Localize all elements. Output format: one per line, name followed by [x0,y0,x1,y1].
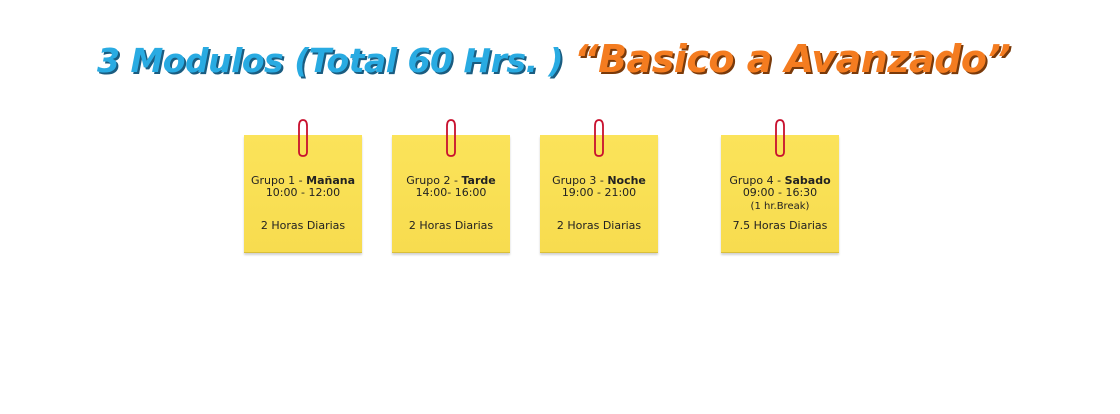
page-title: 3 Modulos (Total 60 Hrs. ) “Basico a Ava… [97,32,1037,92]
note-time: 09:00 - 16:30 [742,186,818,199]
note-hours: 7.5 Horas Diarias [732,219,828,232]
note-time: 10:00 - 12:00 [265,186,341,199]
note-time: 19:00 - 21:00 [561,186,637,199]
note-shift: Tarde [461,174,496,187]
paperclip-icon [446,119,456,157]
paperclip-icon [298,119,308,157]
title-modules: 3 Modulos (Total 60 Hrs. ) [97,41,564,80]
paperclip-icon [594,119,604,157]
note-group-label: Grupo 4 - Sabado [729,174,831,187]
note-shift: Mañana [306,174,356,187]
note-hours: 2 Horas Diarias [556,219,642,232]
note-group-label: Grupo 1 - Mañana [250,174,356,187]
paperclip-icon [775,119,785,157]
note-extra: (1 hr.Break) [750,201,810,212]
sticky-note-group-4: Grupo 4 - Sabado 09:00 - 16:30 (1 hr.Bre… [721,119,839,253]
note-shift: Noche [607,174,646,187]
note-hours: 2 Horas Diarias [260,219,346,232]
note-time: 14:00- 16:00 [415,186,487,199]
sticky-note-group-2: Grupo 2 - Tarde 14:00- 16:00 2 Horas Dia… [392,119,510,253]
note-group-label: Grupo 2 - Tarde [406,174,496,187]
note-hours: 2 Horas Diarias [408,219,494,232]
note-group-label: Grupo 3 - Noche [552,174,646,187]
note-shift: Sabado [784,174,831,187]
sticky-note-group-1: Grupo 1 - Mañana 10:00 - 12:00 2 Horas D… [244,119,362,253]
title-level: “Basico a Avanzado” [574,37,1011,81]
sticky-note-group-3: Grupo 3 - Noche 19:00 - 21:00 2 Horas Di… [540,119,658,253]
